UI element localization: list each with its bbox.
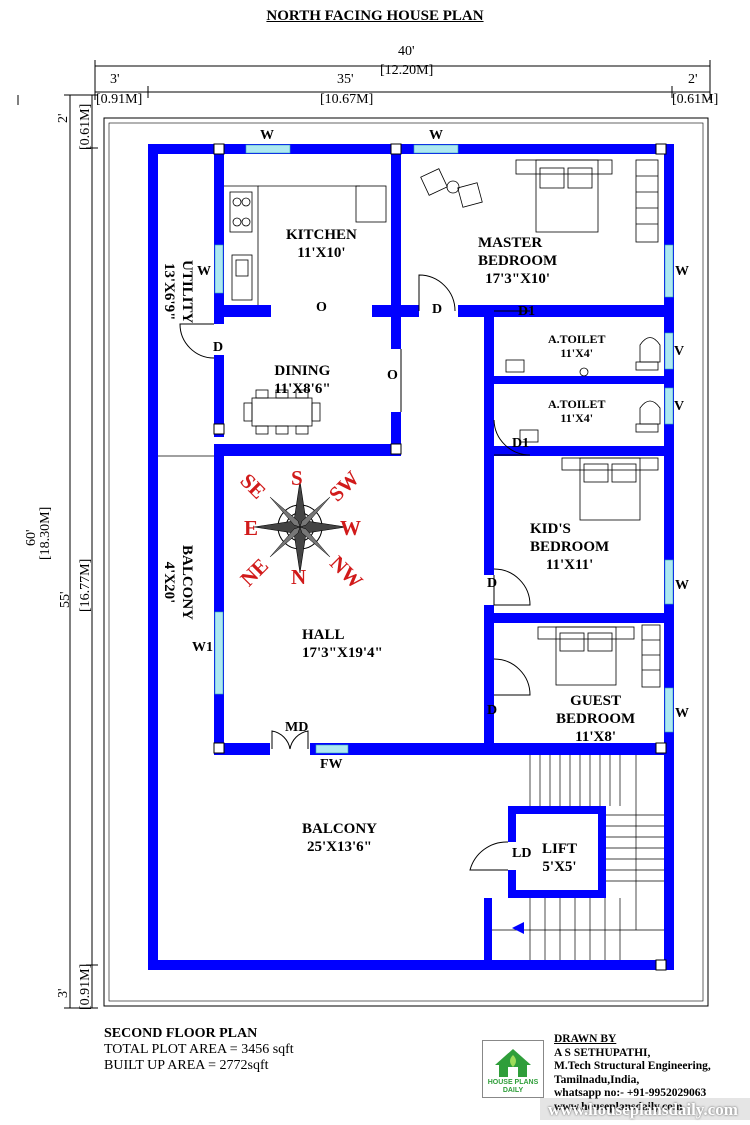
built-up-area: BUILT UP AREA = 2772sqft	[104, 1058, 269, 1073]
master-furniture	[420, 159, 659, 243]
door-label: D	[213, 340, 224, 355]
compass-w: W	[340, 516, 361, 540]
window-label: W	[260, 128, 274, 143]
dim-bottom-setback-ft: 3'	[56, 988, 71, 998]
designer-name: A S SETHUPATHI,	[554, 1046, 651, 1059]
kitchen-counter	[224, 185, 387, 305]
dim-bottom-setback-m: [0.91M]	[78, 963, 93, 1010]
dim-top-setback-m: [0.61M]	[78, 103, 93, 150]
door-label: D	[487, 576, 498, 591]
plot-boundary	[103, 117, 709, 1007]
compass-rose	[253, 480, 347, 574]
designer-degree: M.Tech Structural Engineering,	[554, 1060, 711, 1072]
dim-inner-depth-ft: 55'	[58, 591, 73, 608]
window-label: W	[675, 706, 689, 721]
ventilator-label: V	[674, 399, 685, 414]
designer-location: Tamilnadu,India,	[554, 1073, 640, 1086]
plan-name: SECOND FLOOR PLAN	[104, 1026, 258, 1041]
compass-e: E	[244, 516, 259, 540]
window1-label: W1	[192, 640, 213, 655]
compass-n: N	[291, 565, 307, 589]
dim-right-setback-m: [0.61M]	[672, 92, 719, 107]
door-swings	[179, 274, 531, 871]
toilet-fixtures	[505, 337, 661, 443]
window-label: W	[675, 578, 689, 593]
window-label: W	[675, 264, 689, 279]
staircase	[492, 755, 664, 960]
windows	[214, 144, 674, 754]
guest-bed	[537, 624, 661, 688]
door1-label: D1	[512, 436, 530, 451]
dimension-lines	[17, 60, 711, 1009]
window-label: W	[429, 128, 443, 143]
designer-website: www.houseplansdaily.com	[554, 1100, 683, 1113]
website-watermark: www.houseplansdaily.com	[548, 1100, 738, 1119]
opening-label: O	[316, 300, 327, 315]
dim-total-width-ft: 40'	[398, 44, 415, 59]
dim-top-setback-ft: 2'	[56, 113, 71, 123]
dim-total-depth-m: [18.30M]	[38, 506, 53, 560]
ventilator-label: V	[674, 344, 685, 359]
credits-block: DRAWN BY A S SETHUPATHI, M.Tech Structur…	[554, 1033, 711, 1114]
opening-label: O	[387, 368, 398, 383]
designer-whatsapp: whatsapp no:- +91-9952029063	[554, 1087, 707, 1099]
plan-title: NORTH FACING HOUSE PLAN	[266, 8, 484, 24]
footer-block: SECOND FLOOR PLAN TOTAL PLOT AREA = 3456…	[104, 1026, 294, 1074]
stair-arrow	[512, 922, 524, 934]
house-logo-icon	[495, 1049, 531, 1077]
drawn-by-heading: DRAWN BY	[554, 1033, 617, 1045]
dim-inner-depth-m: [16.77M]	[78, 558, 93, 612]
dim-left-setback-ft: 3'	[110, 72, 120, 87]
columns	[213, 143, 667, 971]
dim-left-setback-m: [0.91M]	[96, 92, 143, 107]
dim-center-ft: 35'	[337, 72, 354, 87]
dining-table	[243, 389, 321, 435]
walls	[148, 144, 674, 970]
door-label: D	[487, 703, 498, 718]
door-label: D	[432, 302, 443, 317]
lift-door-label: LD	[512, 846, 532, 861]
plot-area: TOTAL PLOT AREA = 3456 sqft	[104, 1042, 294, 1057]
dim-total-width-m: [12.20M]	[380, 63, 434, 78]
main-door-label: MD	[285, 720, 309, 735]
window-label: W	[197, 264, 211, 279]
compass-s: S	[291, 466, 303, 490]
door1-label: D1	[518, 304, 536, 319]
dim-center-m: [10.67M]	[320, 92, 374, 107]
kids-bed	[561, 457, 659, 521]
french-window-label: FW	[320, 757, 343, 772]
dim-right-setback-ft: 2'	[688, 72, 698, 87]
